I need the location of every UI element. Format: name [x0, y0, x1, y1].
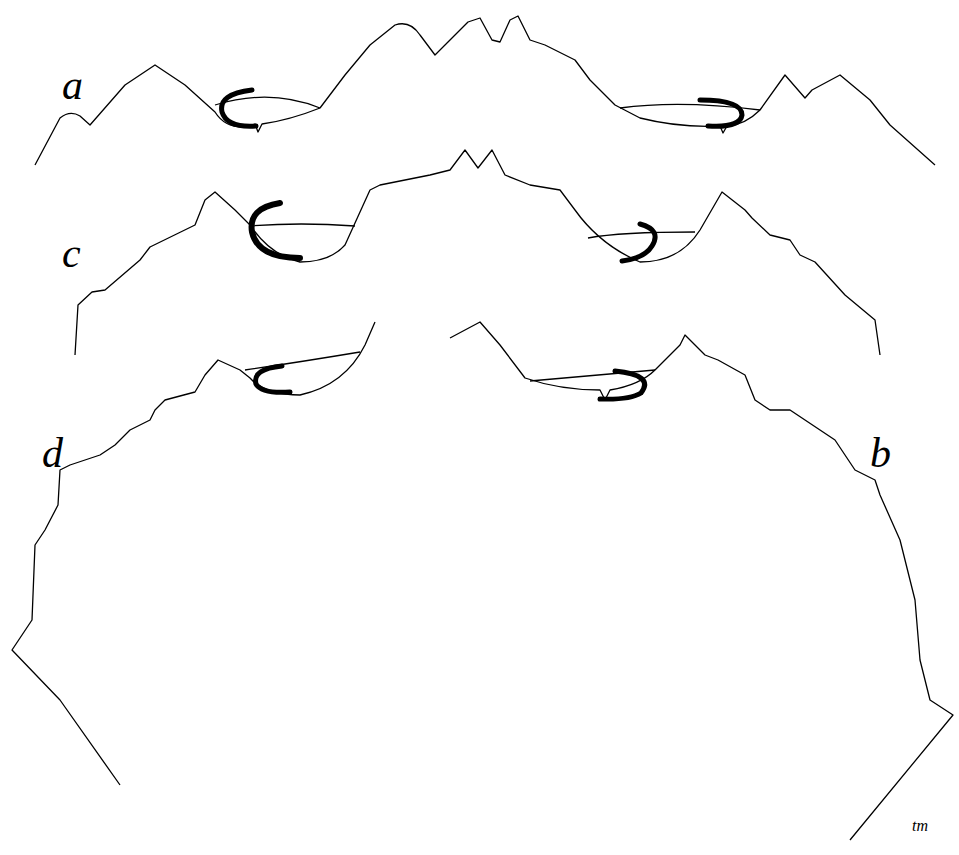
orbit-margin	[588, 232, 695, 238]
orbit-margin	[245, 352, 360, 370]
figure-letter: b	[870, 432, 891, 474]
figure-letter: d	[42, 432, 63, 474]
carapace-front-margin	[35, 16, 935, 165]
carapace-right-margin	[450, 322, 953, 840]
orbit-mark	[600, 371, 645, 399]
orbit-mark	[700, 100, 742, 126]
orbit-mark	[622, 224, 655, 261]
artist-initials: tm	[912, 818, 928, 834]
orbit-mark	[222, 90, 256, 126]
orbit-margin	[250, 224, 355, 226]
carapace-front-margin	[75, 150, 880, 355]
orbit-mark	[252, 203, 300, 258]
orbit-margin	[215, 97, 320, 108]
carapace-left-margin	[12, 322, 375, 785]
orbit-mark	[256, 366, 290, 392]
figure-letter: a	[62, 64, 83, 106]
figure-letter: c	[62, 232, 81, 274]
